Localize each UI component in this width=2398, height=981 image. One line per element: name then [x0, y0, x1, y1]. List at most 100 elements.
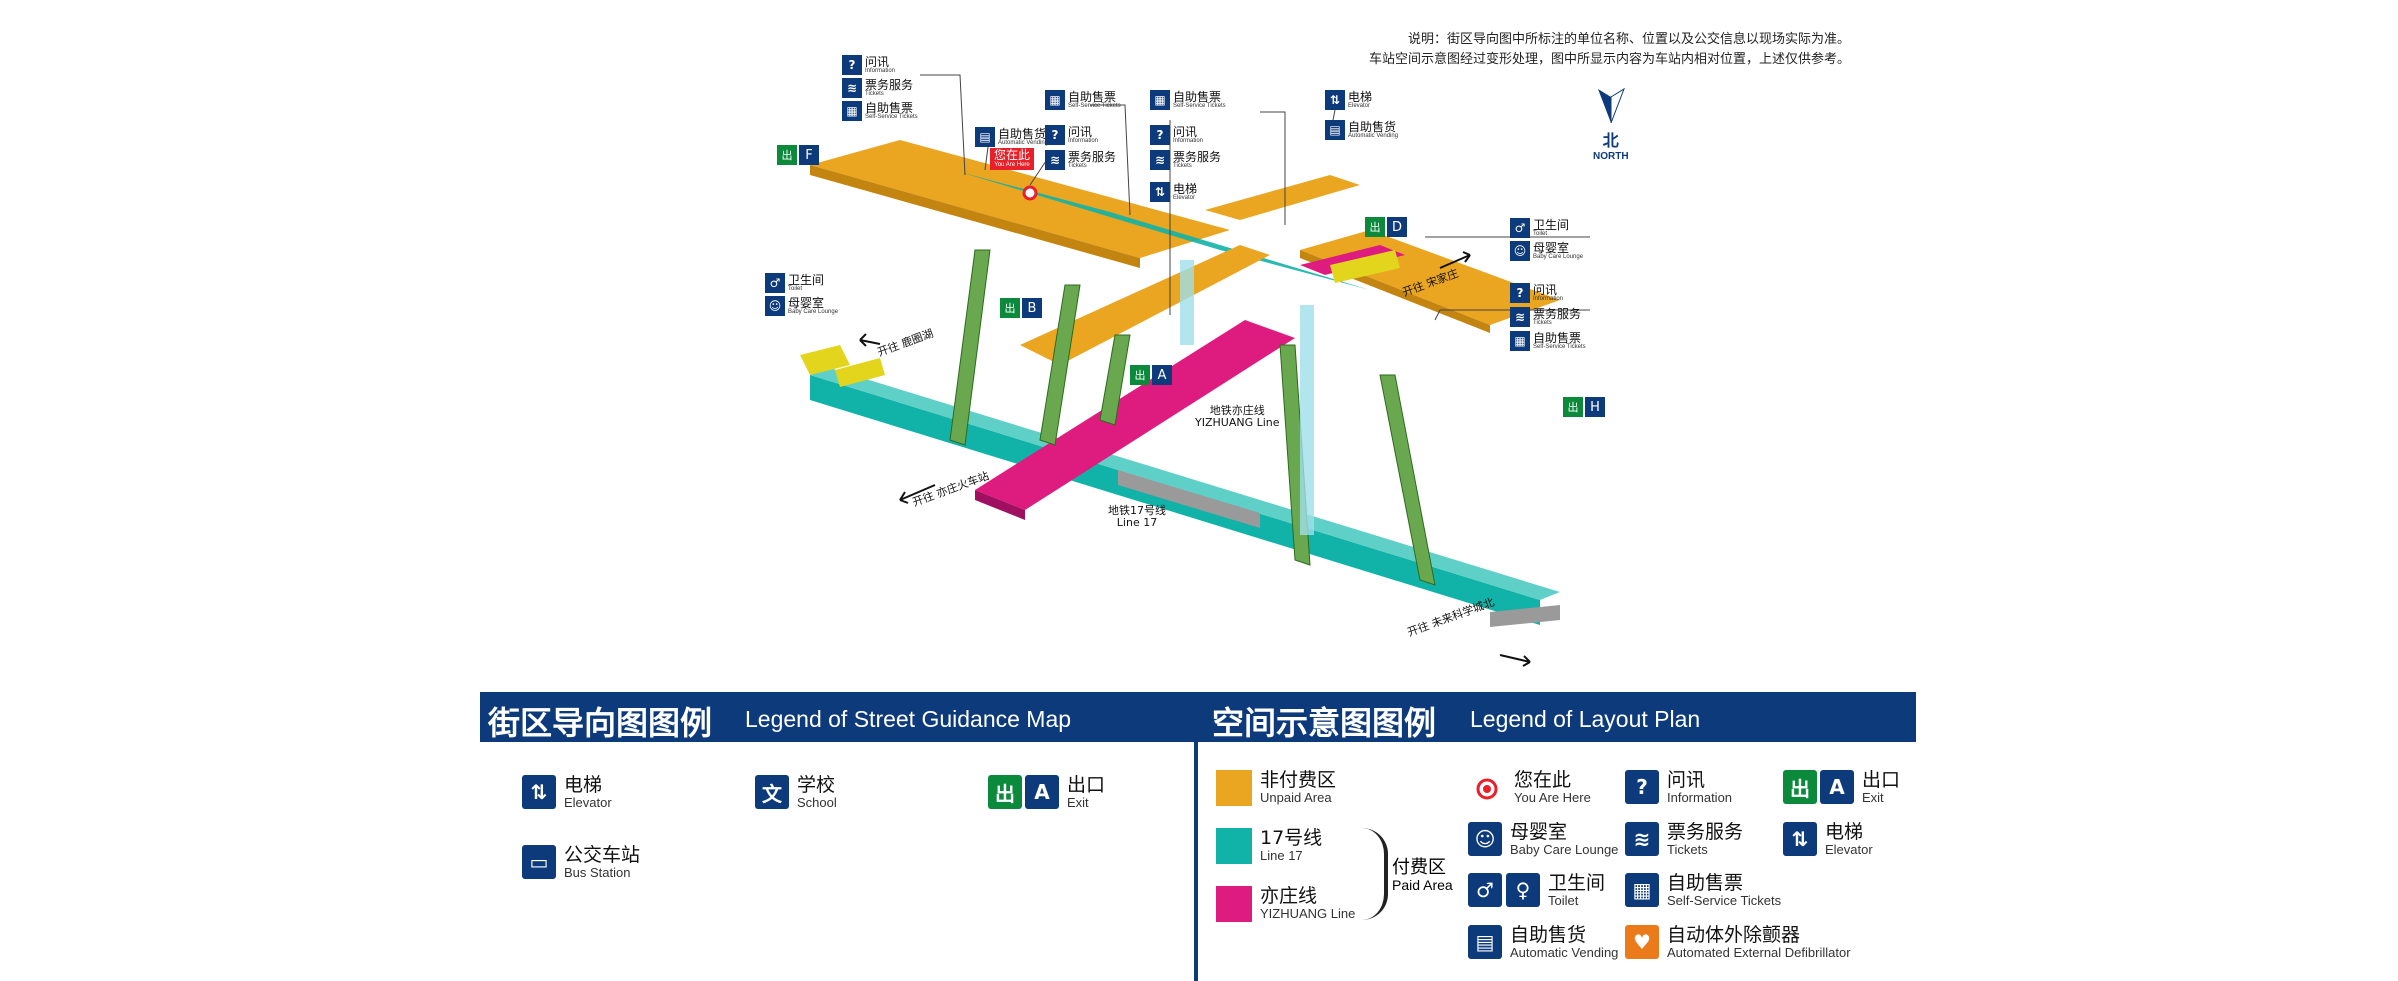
layout-legend-title-zh: 空间示意图图例: [1212, 704, 1437, 742]
exit-letter-icon: A: [1820, 770, 1854, 804]
school-icon: 文: [755, 775, 789, 809]
escalator-3: [1099, 334, 1131, 426]
exit-icon: 出: [1783, 770, 1817, 804]
paid-area-brace: [1362, 828, 1388, 920]
information-icon: ?: [1045, 125, 1065, 145]
yizhuang-swatch: [1216, 886, 1252, 922]
street-legend-header: 街区导向图图例 Legend of Street Guidance Map: [480, 692, 1194, 742]
disclaimer-line-2: 车站空间示意图经过变形处理，图中所显示内容为车站内相对位置，上述仅供参考。: [1368, 52, 1850, 67]
station-layout-diagram: [800, 74, 1590, 667]
information-icon: ?: [842, 55, 862, 75]
disclaimer-line-1: 说明：街区导向图中所标注的单位名称、位置以及公交信息以现场实际为准。: [1407, 32, 1850, 47]
street-legend-title-en: Legend of Street Guidance Map: [745, 706, 1072, 732]
yizhuang-platform: [975, 320, 1295, 510]
tickets-icon: ≋: [1045, 150, 1065, 170]
concourse-lower-left: [1020, 245, 1270, 365]
escalator-1: [949, 249, 991, 446]
you-are-here-pin: [1022, 185, 1038, 201]
vending-icon: ▤: [1325, 120, 1345, 140]
exit-letter-icon: A: [1025, 775, 1059, 809]
toilet-female-icon: ♀: [1506, 873, 1540, 907]
baby-care-icon: ☺: [1468, 822, 1502, 856]
concourse-left: [810, 140, 1230, 258]
elevator-icon: ⇅: [1150, 182, 1170, 202]
layout-legend-header: 空间示意图图例 Legend of Layout Plan: [1198, 692, 1916, 742]
escalator-2: [1039, 284, 1081, 446]
tickets-icon: ≋: [1150, 150, 1170, 170]
tickets-icon: ≋: [1510, 307, 1530, 327]
legend-divider: [1194, 692, 1198, 981]
layout-legend-title-en: Legend of Layout Plan: [1470, 706, 1701, 732]
information-icon: ?: [1150, 125, 1170, 145]
self-service-tickets-icon: ▦: [1625, 873, 1659, 907]
concourse-upper-right: [1205, 175, 1360, 220]
vending-icon: ▤: [1468, 925, 1502, 959]
elevator-icon: ⇅: [1783, 822, 1817, 856]
toilet-icon: ♂: [765, 273, 785, 293]
vending-icon: ▤: [975, 127, 995, 147]
unpaid-swatch: [1216, 770, 1252, 806]
information-icon: ?: [1510, 283, 1530, 303]
line17-swatch: [1216, 828, 1252, 864]
self-service-tickets-icon: ▦: [842, 101, 862, 121]
escalator-5: [1379, 374, 1436, 586]
self-service-tickets-icon: ▦: [1045, 90, 1065, 110]
street-legend-title-zh: 街区导向图图例: [488, 704, 713, 742]
bus-icon: ▭: [522, 845, 556, 879]
self-service-tickets-icon: ▦: [1150, 90, 1170, 110]
concourse-paid: [960, 172, 1370, 290]
self-service-tickets-icon: ▦: [1510, 331, 1530, 351]
elevator-icon: ⇅: [522, 775, 556, 809]
baby-care-icon: ☺: [1510, 241, 1530, 261]
tickets-icon: ≋: [842, 78, 862, 98]
aed-icon: ♥: [1625, 925, 1659, 959]
north-indicator: 北 NORTH: [1593, 85, 1629, 162]
tickets-icon: ≋: [1625, 822, 1659, 856]
elevator-shaft-2: [1300, 305, 1314, 535]
north-arrow-icon: [1597, 87, 1625, 124]
baby-care-icon: ☺: [765, 296, 785, 316]
